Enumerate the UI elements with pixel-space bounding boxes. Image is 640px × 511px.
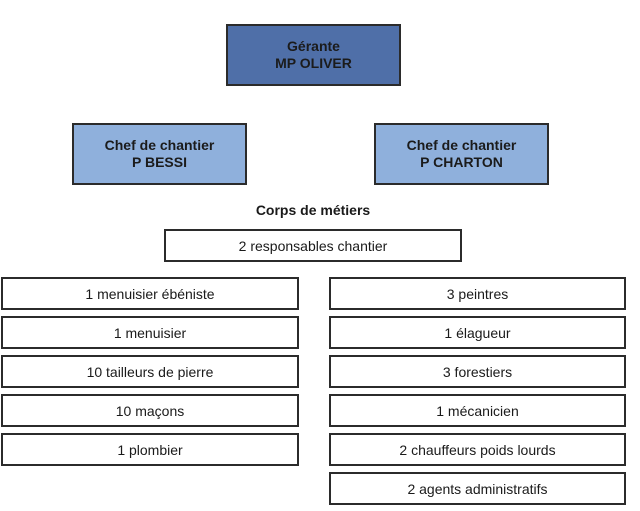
trade-label: 1 élagueur (444, 324, 511, 341)
trade-label: 3 forestiers (442, 363, 513, 380)
trade-box: 1 menuisier (1, 316, 299, 349)
site-chief-name: P CHARTON (420, 154, 503, 170)
trades-left-column: 1 menuisier ébéniste 1 menuisier 10 tail… (1, 277, 299, 472)
site-chief-role: Chef de chantier (104, 137, 215, 153)
trade-label: 2 chauffeurs poids lourds (399, 441, 556, 458)
manager-name: MP OLIVER (275, 55, 352, 71)
site-chief-box-charton: Chef de chantier P CHARTON (374, 123, 549, 185)
site-chief-role: Chef de chantier (406, 137, 517, 153)
trade-box: 1 élagueur (329, 316, 626, 349)
manager-role: Gérante (287, 38, 340, 54)
trade-box: 1 menuisier ébéniste (1, 277, 299, 310)
manager-box: Gérante MP OLIVER (226, 24, 401, 86)
trade-label: 10 maçons (115, 402, 185, 419)
trade-box: 1 mécanicien (329, 394, 626, 427)
trade-box: 3 peintres (329, 277, 626, 310)
site-chief-box-bessi: Chef de chantier P BESSI (72, 123, 247, 185)
trade-label: 10 tailleurs de pierre (86, 363, 214, 380)
site-chief-name: P BESSI (132, 154, 187, 170)
trades-right-column: 3 peintres 1 élagueur 3 forestiers 1 méc… (329, 277, 626, 511)
trade-box: 10 maçons (1, 394, 299, 427)
trade-label: 1 mécanicien (436, 402, 519, 419)
trade-box: 2 chauffeurs poids lourds (329, 433, 626, 466)
trade-label: 3 peintres (446, 285, 509, 302)
site-managers-label: 2 responsables chantier (238, 237, 388, 254)
trade-box: 1 plombier (1, 433, 299, 466)
site-managers-box: 2 responsables chantier (164, 229, 462, 262)
trade-box: 2 agents administratifs (329, 472, 626, 505)
trade-label: 2 agents administratifs (407, 480, 548, 497)
trades-section-title: Corps de métiers (255, 202, 371, 218)
trade-box: 10 tailleurs de pierre (1, 355, 299, 388)
trade-label: 1 menuisier ébéniste (85, 285, 215, 302)
trade-label: 1 plombier (117, 441, 183, 458)
trade-box: 3 forestiers (329, 355, 626, 388)
trade-label: 1 menuisier (113, 324, 187, 341)
